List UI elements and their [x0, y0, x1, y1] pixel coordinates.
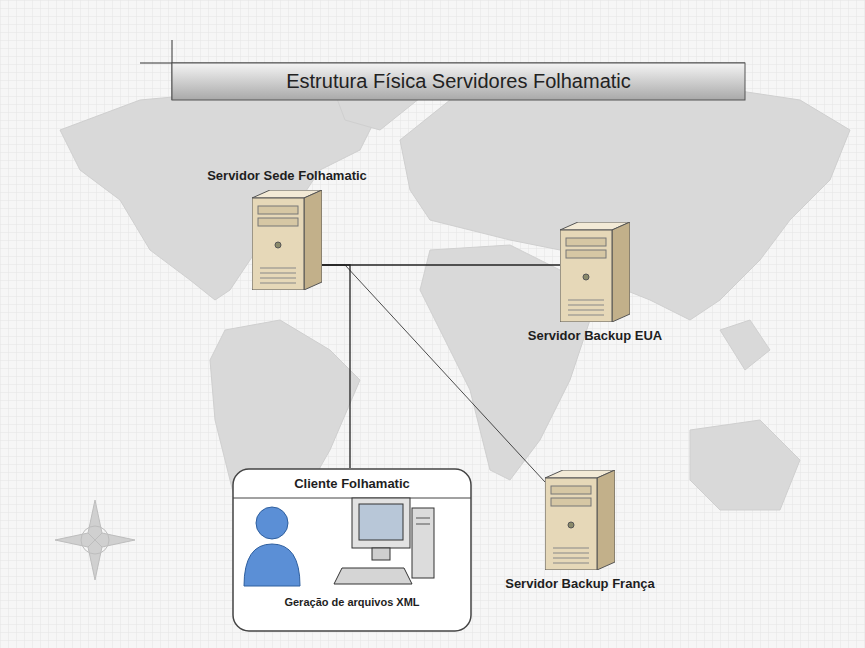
diagram-title: Estrutura Física Servidores Folhamatic [172, 63, 745, 100]
title-bar [140, 40, 745, 100]
server-node: Servidor Backup EUA [560, 222, 630, 322]
compass-rose [55, 500, 135, 580]
node-caption: Geração de arquivos XML [232, 596, 472, 608]
server-node: Servidor Sede Folhamatic [252, 190, 322, 290]
network-link [322, 265, 350, 468]
node-label: Servidor Sede Folhamatic [207, 168, 367, 183]
client-box: Cliente FolhamaticGeração de arquivos XM… [232, 468, 472, 632]
network-link [322, 264, 560, 265]
node-label: Servidor Backup EUA [528, 328, 662, 343]
server-node: Servidor Backup França [545, 470, 615, 570]
node-label: Cliente Folhamatic [232, 476, 472, 491]
network-link [322, 265, 545, 482]
node-label: Servidor Backup França [505, 576, 655, 591]
